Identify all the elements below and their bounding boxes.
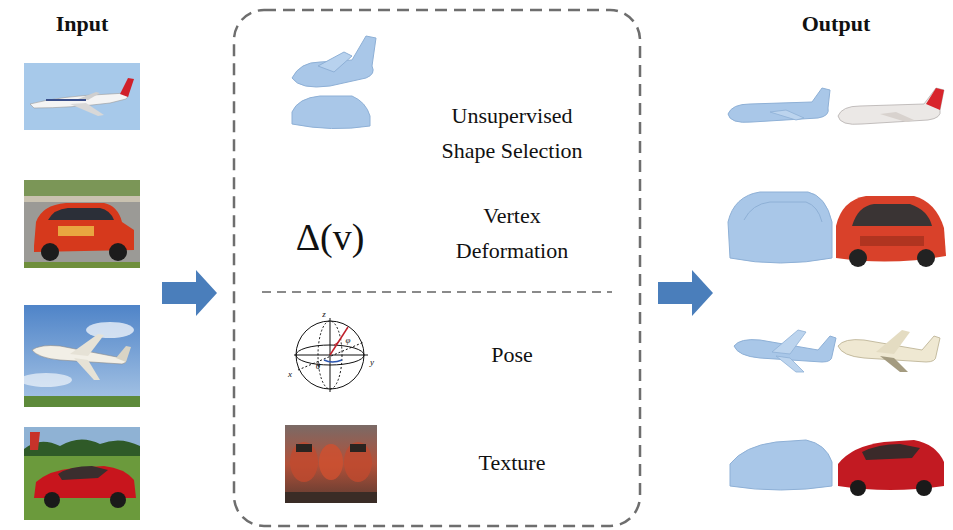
input-photo bbox=[24, 63, 140, 130]
texture-map-part bbox=[285, 492, 377, 503]
input-photo bbox=[20, 305, 140, 407]
output-render bbox=[838, 330, 940, 372]
texture-map-part bbox=[296, 444, 312, 452]
column-heading: Input bbox=[56, 6, 109, 41]
output-render-part bbox=[860, 236, 924, 246]
pose-sphere-part bbox=[334, 338, 341, 345]
divider-line bbox=[262, 291, 612, 293]
output-mesh bbox=[728, 88, 830, 122]
input-photo-part bbox=[48, 208, 114, 220]
output-render-part bbox=[849, 249, 867, 267]
output-render-part bbox=[862, 444, 920, 460]
input-photo-part bbox=[74, 358, 100, 380]
step-label: Vertex Deformation bbox=[442, 198, 582, 268]
output-render-part bbox=[880, 112, 914, 122]
input-photo-part bbox=[24, 196, 140, 202]
output-render-part bbox=[876, 330, 910, 354]
output-render-part bbox=[916, 480, 932, 496]
output-mesh-part bbox=[770, 110, 804, 120]
step-label: Unsupervised Shape Selection bbox=[422, 98, 602, 168]
output-render-part bbox=[926, 88, 944, 110]
texture-map-part bbox=[290, 442, 318, 482]
shape-template-part bbox=[292, 96, 370, 129]
flow-arrow bbox=[162, 270, 217, 316]
input-photo-part bbox=[24, 439, 140, 456]
input-photo-part bbox=[24, 396, 140, 407]
output-render bbox=[838, 440, 944, 496]
output-render-part bbox=[838, 88, 944, 124]
input-photo-part bbox=[24, 63, 140, 130]
output-render bbox=[836, 196, 946, 267]
output-mesh-part bbox=[744, 202, 822, 222]
input-photo-part bbox=[86, 322, 134, 338]
output-render-part bbox=[852, 204, 932, 226]
shape-template-part bbox=[292, 36, 376, 87]
input-photo-part bbox=[58, 226, 94, 236]
input-photo-part bbox=[44, 492, 60, 508]
input-photo bbox=[24, 180, 140, 268]
output-mesh bbox=[728, 192, 832, 263]
input-photo-part bbox=[30, 432, 40, 450]
input-photo-part bbox=[24, 427, 140, 520]
input-photo-part bbox=[109, 243, 127, 261]
step-label: Pose bbox=[491, 337, 533, 372]
output-mesh bbox=[730, 440, 832, 490]
axis-letter: φ bbox=[346, 336, 351, 345]
input-photo-part bbox=[110, 492, 126, 508]
input-photo-part bbox=[120, 78, 134, 97]
input-photo-part bbox=[46, 99, 86, 101]
input-photo-part bbox=[116, 346, 131, 362]
input-photo-part bbox=[78, 92, 100, 100]
math-symbol: Δ(v) bbox=[296, 207, 365, 268]
output-mesh-part bbox=[728, 88, 830, 122]
output-mesh-part bbox=[776, 356, 804, 372]
texture-map-part bbox=[350, 444, 366, 452]
output-mesh-part bbox=[730, 440, 832, 490]
dashed-frame bbox=[234, 10, 640, 526]
output-render-part bbox=[880, 356, 908, 372]
axis-letter: x bbox=[288, 370, 292, 379]
step-label: Texture bbox=[479, 445, 546, 480]
texture-map-part bbox=[319, 444, 343, 480]
input-photo-part bbox=[24, 305, 140, 407]
input-photo-part bbox=[70, 334, 104, 356]
pose-sphere bbox=[294, 318, 368, 392]
input-photo-part bbox=[24, 262, 140, 268]
shape-template-part bbox=[318, 52, 352, 72]
axis-letter: θ bbox=[316, 362, 320, 371]
axis-letter: y bbox=[370, 358, 374, 367]
input-photo-part bbox=[41, 243, 59, 261]
texture-map-part bbox=[285, 425, 377, 503]
column-heading: Output bbox=[802, 6, 870, 41]
pose-sphere-part bbox=[330, 327, 348, 355]
axis-letter: z bbox=[322, 310, 326, 319]
input-photo bbox=[24, 427, 140, 520]
output-render bbox=[838, 88, 944, 124]
output-mesh-part bbox=[728, 192, 832, 263]
output-mesh-part bbox=[772, 330, 806, 354]
pose-sphere-part bbox=[298, 342, 364, 370]
input-photo-part bbox=[70, 103, 104, 116]
shape-template bbox=[292, 36, 376, 129]
output-render-part bbox=[917, 249, 935, 267]
input-photo-part bbox=[24, 180, 140, 268]
output-render-part bbox=[850, 480, 866, 496]
input-photo-part bbox=[20, 373, 72, 387]
flow-arrow bbox=[658, 270, 713, 316]
input-photo-part bbox=[58, 466, 108, 480]
texture-map-part bbox=[344, 442, 372, 482]
pose-sphere-part bbox=[324, 360, 342, 362]
texture-map bbox=[285, 425, 377, 503]
output-mesh bbox=[734, 330, 836, 372]
